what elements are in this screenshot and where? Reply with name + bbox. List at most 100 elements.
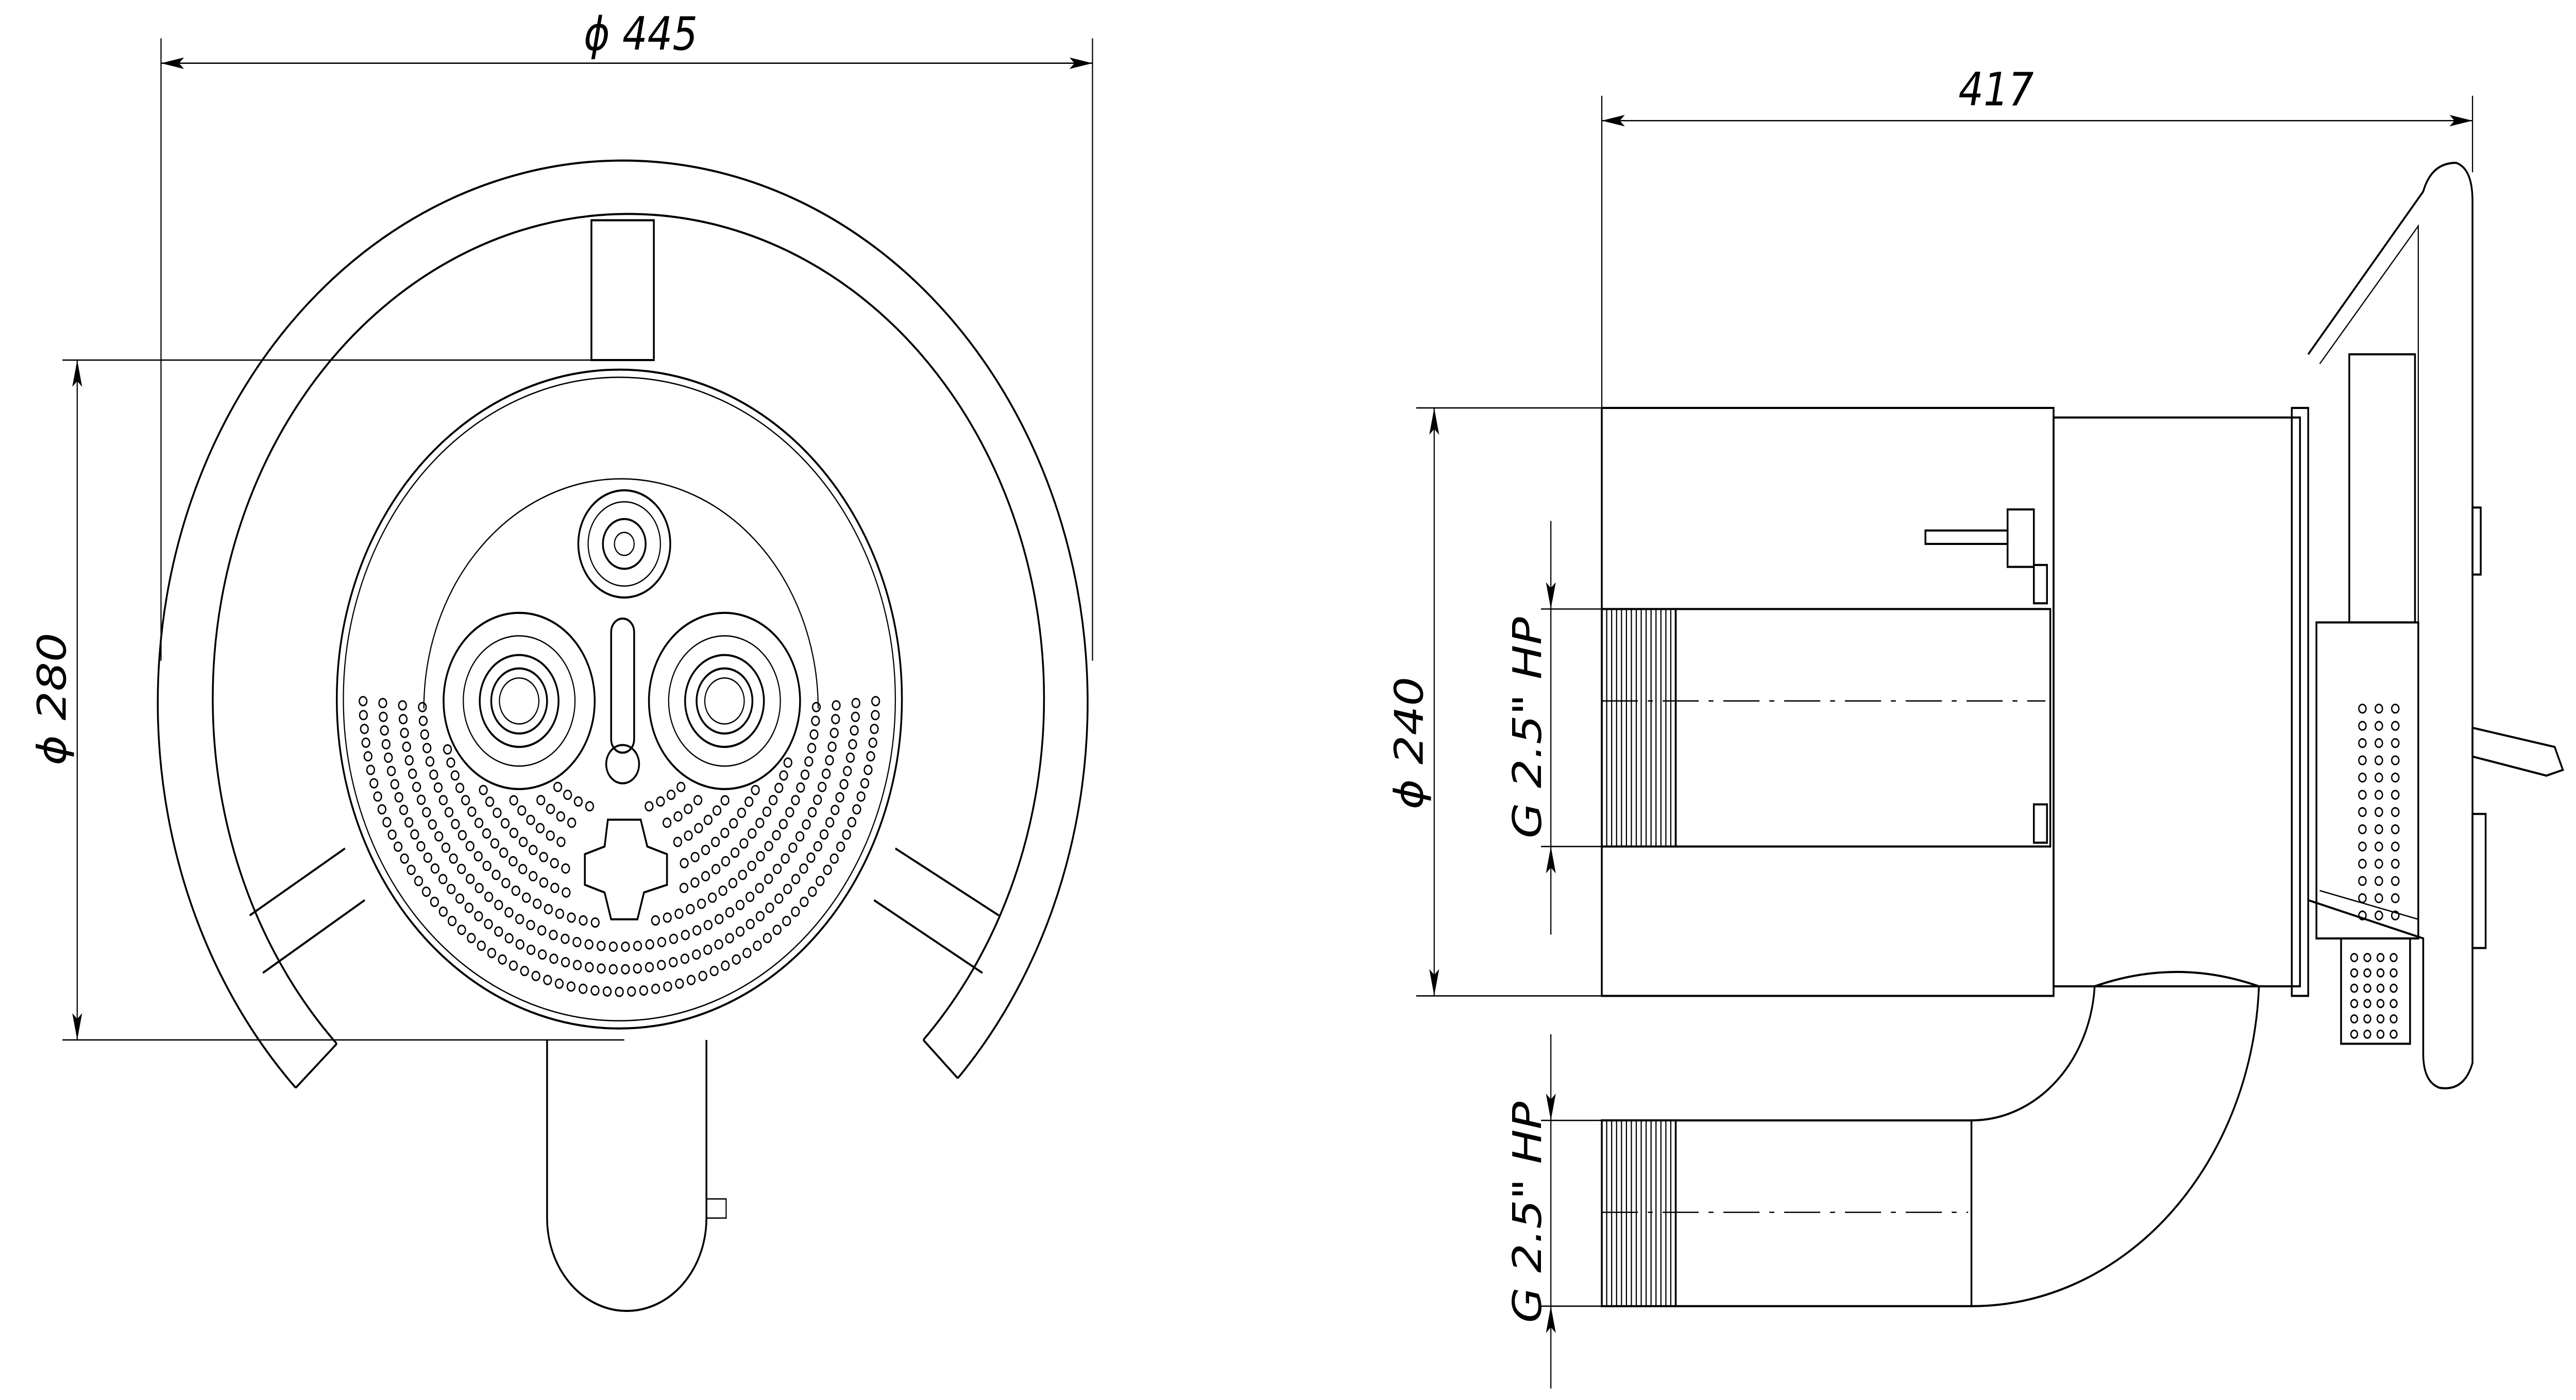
grille-hole — [725, 907, 735, 918]
grille-hole — [809, 729, 819, 740]
grille-hole — [783, 757, 792, 768]
grille-hole — [2358, 824, 2367, 834]
grille-hole — [2375, 772, 2383, 783]
grille-hole — [482, 828, 492, 839]
grille-hole — [519, 836, 528, 847]
grille-hole — [753, 941, 762, 951]
upper-thread-label: G 2.5" HP — [1504, 617, 1550, 839]
grille-hole — [359, 696, 368, 707]
grille-hole — [2375, 790, 2383, 800]
grille-hole — [416, 794, 426, 805]
grille-hole — [633, 963, 642, 974]
grille-hole — [361, 737, 370, 748]
grille-hole — [446, 757, 455, 768]
body-disc — [335, 368, 903, 1030]
grille-hole — [455, 893, 465, 904]
grille-hole — [522, 892, 531, 903]
handrail-outer — [157, 159, 1089, 1089]
grille-hole — [433, 782, 443, 793]
grille-hole — [712, 805, 722, 816]
grille-hole — [692, 925, 702, 936]
grille-hole — [484, 892, 494, 902]
grille-hole — [774, 893, 784, 904]
grille-hole — [359, 710, 368, 721]
grille-hole — [529, 845, 538, 856]
grille-hole — [835, 792, 844, 803]
grille-hole — [531, 970, 540, 981]
grille-hole — [2376, 1014, 2385, 1024]
grille-hole — [871, 710, 880, 721]
grille-hole — [856, 791, 866, 802]
grille-hole — [369, 778, 379, 789]
grille-hole — [715, 914, 724, 925]
grille-hole — [555, 908, 565, 919]
grille-hole — [860, 778, 870, 789]
grille-hole — [455, 782, 465, 793]
grille-hole — [703, 814, 713, 825]
grille-hole — [412, 781, 421, 792]
grille-hole — [421, 886, 431, 897]
grille-hole — [718, 885, 727, 896]
grille-hole — [504, 933, 514, 944]
grille-hole — [732, 954, 741, 965]
grille-hole — [667, 790, 676, 800]
grille-hole — [515, 914, 524, 925]
grille-hole — [2350, 1029, 2359, 1039]
grille-hole — [2358, 704, 2367, 714]
grille-hole — [608, 941, 618, 952]
grille-hole — [2375, 738, 2383, 748]
thread-lines — [1606, 1120, 1672, 1306]
grille-hole — [868, 737, 877, 748]
grille-hole — [645, 801, 654, 812]
grille-hole — [584, 939, 594, 950]
grille-hole — [778, 818, 788, 829]
grille-hole — [556, 836, 566, 847]
grille-hole — [816, 876, 825, 886]
grille-hole — [527, 944, 536, 955]
grille-hole — [382, 817, 392, 828]
grille-hole — [450, 770, 460, 781]
valve-stem — [1924, 508, 2048, 844]
grille-hole — [2375, 721, 2383, 731]
grille-hole — [473, 851, 483, 862]
grille-hole — [703, 919, 713, 930]
grille-hole — [438, 906, 448, 917]
grille-hole — [2391, 704, 2400, 714]
grille-hole — [441, 842, 451, 853]
grille-hole — [813, 794, 822, 805]
grille-hole — [561, 933, 570, 944]
grille-hole — [807, 743, 817, 754]
grille-hole — [745, 918, 755, 930]
grille-hole — [645, 939, 654, 950]
grille-hole — [782, 916, 791, 927]
grille-hole — [517, 805, 527, 816]
grille-hole — [748, 828, 757, 839]
grille-hole — [698, 970, 707, 981]
grille-hole — [686, 975, 696, 985]
grille-hole — [764, 841, 773, 851]
grille-hole — [422, 743, 432, 754]
grille-hole — [556, 811, 565, 822]
grille-hole — [501, 878, 511, 889]
grille-hole — [543, 975, 552, 985]
side-body-diameter-label: ϕ 240 — [1386, 677, 1432, 810]
grille-hole — [2376, 983, 2385, 993]
grille-hole — [2389, 983, 2398, 993]
grille-hole — [839, 779, 849, 790]
grille-hole — [428, 819, 437, 830]
grille-hole — [487, 948, 497, 959]
grille-hole — [373, 791, 382, 802]
grille-hole — [494, 899, 503, 910]
grille-hole — [443, 744, 452, 755]
grille-hole — [2363, 983, 2371, 993]
grille-hole — [402, 741, 411, 752]
grille-hole — [747, 860, 756, 872]
grille-hole — [684, 804, 693, 814]
grille-hole — [535, 823, 545, 833]
grille-hole — [2358, 893, 2367, 903]
grille-hole — [2363, 953, 2371, 963]
grille-hole — [785, 807, 794, 817]
grille-hole — [467, 933, 476, 944]
grille-hole — [663, 817, 672, 828]
